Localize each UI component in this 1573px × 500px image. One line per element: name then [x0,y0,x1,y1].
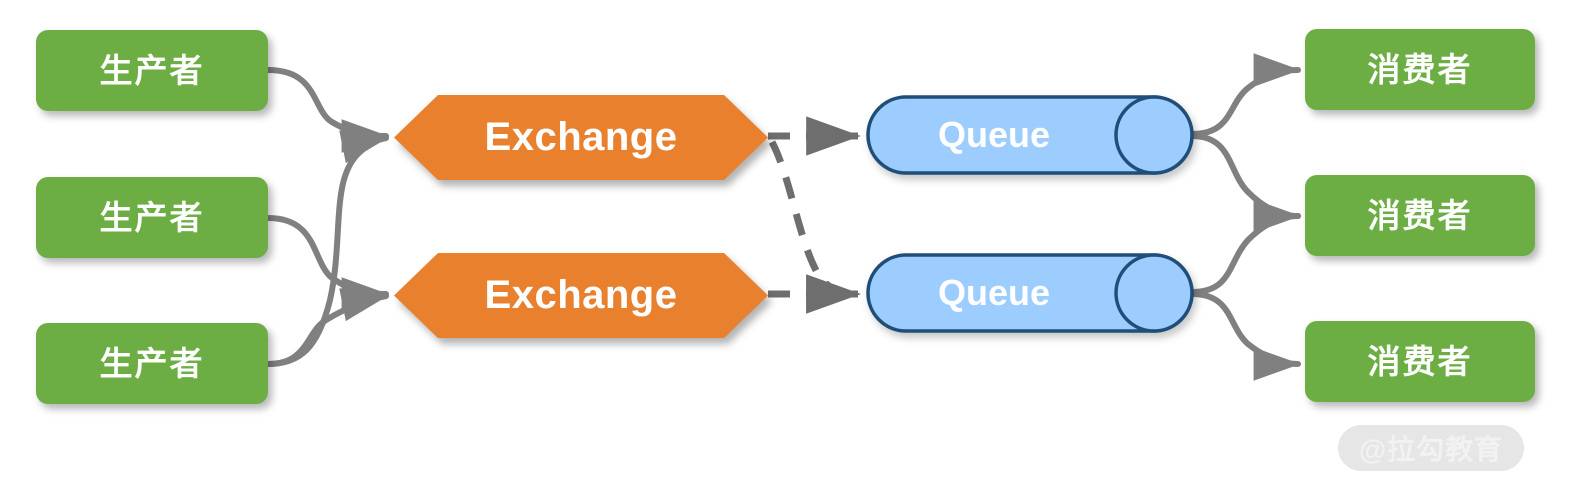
edge-queue1-consumer2 [1189,133,1301,233]
edge-producer2-exchange2 [265,215,389,311]
exchange-2-label: Exchange [484,273,678,317]
consumer-1-label: 消费者 [1367,51,1473,88]
queue-2-shape [866,253,1194,333]
producer-1-label: 生产者 [99,52,205,89]
consumer-3[interactable]: 消费者 [1305,321,1535,402]
consumer-1[interactable]: 消费者 [1305,29,1535,110]
exchange-1[interactable]: Exchange [394,95,768,180]
edge-queue2-consumer3 [1189,291,1301,381]
queue-1-shape [866,95,1194,175]
queue-1-label: Queue [938,114,1051,155]
queue-2[interactable]: Queue [866,253,1196,333]
producer-1[interactable]: 生产者 [36,30,268,111]
consumer-2[interactable]: 消费者 [1305,175,1535,256]
exchange-1-label: Exchange [484,115,678,159]
consumer-2-label: 消费者 [1367,197,1473,234]
producer-3-label: 生产者 [99,345,205,382]
producer-2[interactable]: 生产者 [36,177,268,258]
exchange-2[interactable]: Exchange [394,253,768,338]
consumer-3-label: 消费者 [1367,343,1473,380]
producer-3[interactable]: 生产者 [36,323,268,404]
edge-producer1-exchange1 [265,67,389,153]
edge-queue1-consumer1 [1189,53,1301,137]
queue-2-label: Queue [938,272,1051,313]
producer-2-label: 生产者 [99,199,205,236]
edge-producer3-exchange1 [265,130,389,367]
edge-queue2-consumer2 [1189,199,1301,295]
watermark: @拉勾教育 [1338,425,1524,471]
edge-exchange1-queue2 [768,140,861,314]
exchange-2-shape [394,253,768,338]
watermark-text: @拉勾教育 [1358,434,1504,465]
exchange-1-shape [394,95,768,180]
queue-1[interactable]: Queue [866,95,1196,175]
edge-producer3-exchange2 [265,288,389,367]
